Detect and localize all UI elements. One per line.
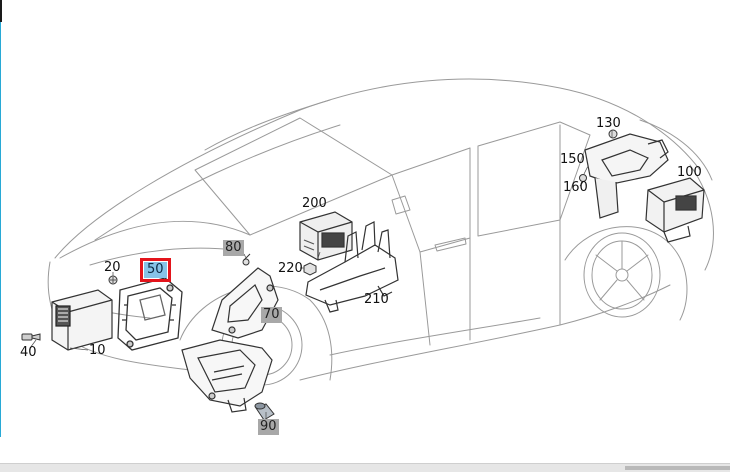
callout-100[interactable]: 100 bbox=[677, 165, 702, 180]
callout-20[interactable]: 20 bbox=[104, 260, 121, 275]
part-220-nut bbox=[303, 262, 317, 276]
part-100-module bbox=[645, 177, 705, 243]
horizontal-scrollbar[interactable] bbox=[0, 463, 730, 472]
callout-210[interactable]: 210 bbox=[364, 292, 389, 307]
callout-50-selected[interactable]: 50 bbox=[140, 258, 171, 282]
part-10-module bbox=[51, 289, 113, 351]
scrollbar-thumb[interactable] bbox=[625, 466, 730, 470]
part-20-clip bbox=[108, 275, 118, 285]
callout-130[interactable]: 130 bbox=[596, 116, 621, 131]
callout-220[interactable]: 220 bbox=[278, 261, 303, 276]
window-corner bbox=[0, 0, 2, 22]
part-150-bracket bbox=[584, 133, 669, 219]
callout-90[interactable]: 90 bbox=[258, 419, 279, 435]
callout-10[interactable]: 10 bbox=[89, 343, 106, 358]
part-130-clip bbox=[608, 129, 618, 139]
part-210-rack bbox=[305, 221, 399, 313]
part-160-clip bbox=[579, 174, 587, 182]
callout-70[interactable]: 70 bbox=[261, 307, 282, 323]
callout-80[interactable]: 80 bbox=[223, 240, 244, 256]
part-80-pin bbox=[242, 253, 251, 266]
callout-150[interactable]: 150 bbox=[560, 152, 585, 167]
callout-40[interactable]: 40 bbox=[20, 345, 37, 360]
part-40-screw bbox=[21, 333, 41, 341]
part-200-control-unit bbox=[299, 211, 353, 261]
part-70-bracket bbox=[211, 267, 279, 339]
window-edge bbox=[0, 0, 1, 437]
callout-160[interactable]: 160 bbox=[563, 180, 588, 195]
part-50-bracket bbox=[117, 277, 183, 351]
part-lower-bracket bbox=[181, 339, 273, 413]
callout-200[interactable]: 200 bbox=[302, 196, 327, 211]
part-90-sleeve bbox=[254, 402, 275, 421]
